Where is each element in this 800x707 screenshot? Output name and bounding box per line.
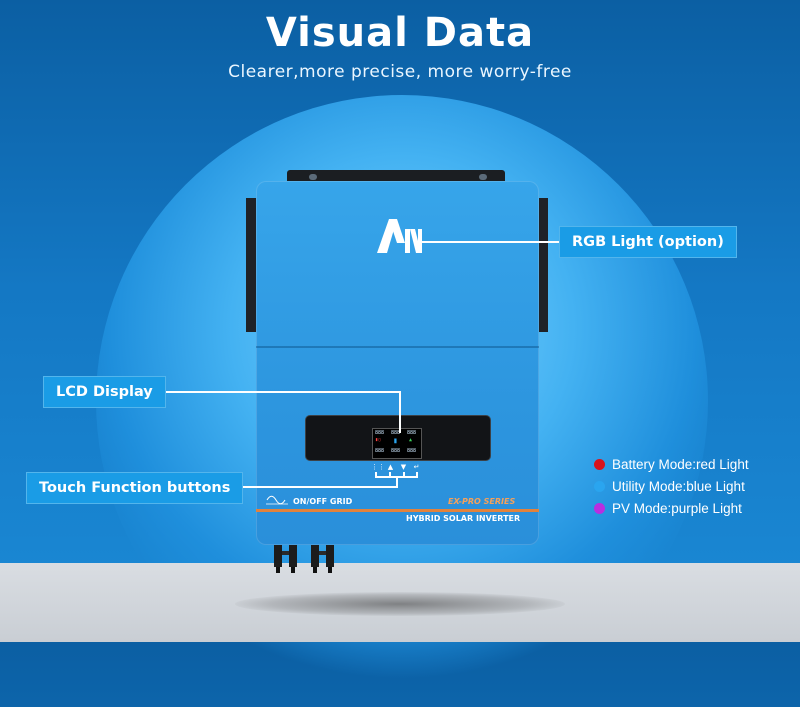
touch-callout-tick-2 bbox=[389, 472, 391, 478]
page-title: Visual Data bbox=[265, 10, 535, 56]
rgb-light-callout: RGB Light (option) bbox=[559, 226, 737, 258]
legend-item-pv: PV Mode:purple Light bbox=[594, 497, 749, 519]
panel-seam bbox=[256, 346, 539, 348]
touch-callout-tick-3 bbox=[403, 472, 405, 478]
lcd-display-callout: LCD Display bbox=[43, 376, 166, 408]
down-button[interactable]: ▼ bbox=[400, 463, 407, 471]
lcd-callout-line-h bbox=[156, 391, 400, 393]
light-mode-legend: Battery Mode:red Light Utility Mode:blue… bbox=[594, 453, 749, 519]
up-button[interactable]: ▲ bbox=[387, 463, 394, 471]
touch-callout-tick-4 bbox=[416, 472, 418, 478]
cable-connectors bbox=[274, 545, 334, 573]
sine-wave-icon bbox=[266, 495, 288, 505]
legend-item-utility: Utility Mode:blue Light bbox=[594, 475, 749, 497]
touch-callout-line-v bbox=[396, 477, 398, 488]
an-logo-icon: AN bbox=[377, 219, 422, 253]
model-label: HYBRID SOLAR INVERTER bbox=[406, 514, 521, 523]
touch-callout-tick-1 bbox=[375, 472, 377, 478]
left-heatsink bbox=[246, 198, 258, 332]
touch-buttons-callout: Touch Function buttons bbox=[26, 472, 244, 504]
series-label: EX-PRO SERIES bbox=[448, 497, 516, 506]
purple-dot-icon bbox=[594, 502, 605, 514]
rgb-callout-line bbox=[421, 241, 561, 243]
lcd-screen: 888 888 888 ▮▯ ▮ ▲ 888 888 888 bbox=[372, 428, 422, 459]
menu-button[interactable]: ⋮⋮ bbox=[371, 463, 385, 471]
red-dot-icon bbox=[594, 458, 605, 470]
right-heatsink bbox=[536, 198, 548, 332]
accent-stripe bbox=[256, 509, 539, 512]
svg-text:AN: AN bbox=[381, 249, 383, 252]
legend-item-battery: Battery Mode:red Light bbox=[594, 453, 749, 475]
lcd-callout-line-v bbox=[399, 391, 401, 433]
device-shadow bbox=[235, 592, 565, 616]
enter-button[interactable]: ↵ bbox=[413, 463, 420, 471]
on-off-grid-label: ON/OFF GRID bbox=[293, 497, 353, 506]
touch-callout-line-h bbox=[226, 486, 396, 488]
blue-dot-icon bbox=[594, 480, 605, 492]
page-subtitle: Clearer,more precise, more worry-free bbox=[228, 62, 572, 82]
